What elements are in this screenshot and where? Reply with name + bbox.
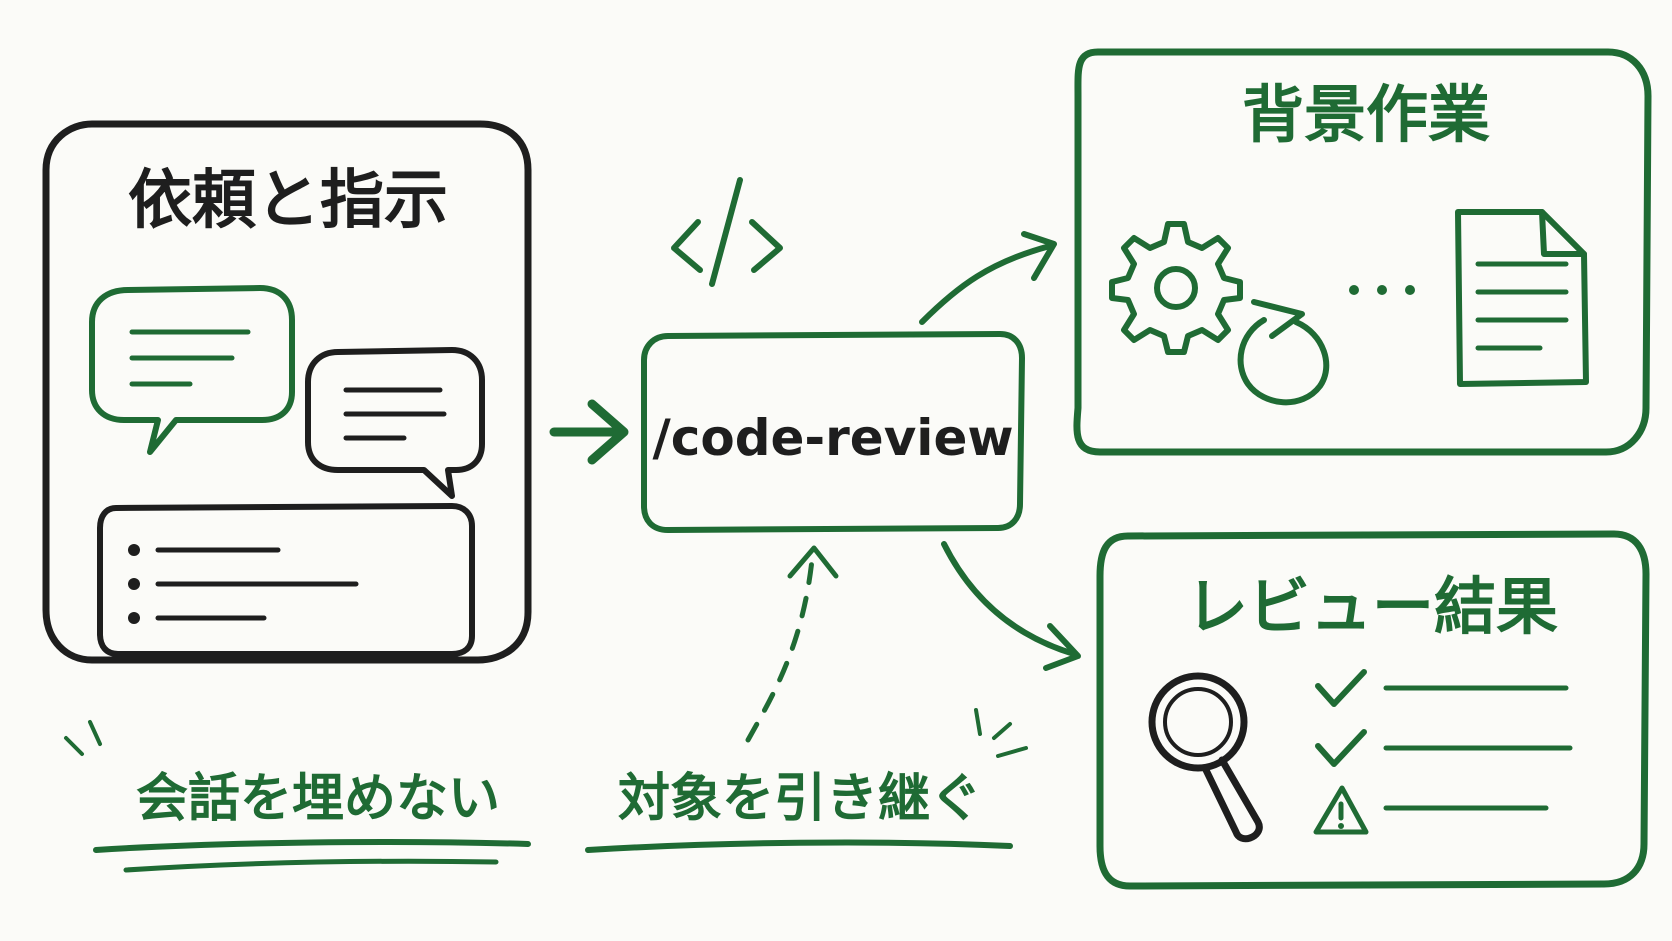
- caption-right-text: 対象を引き継ぐ: [618, 769, 982, 829]
- review-box-title: レビュー結果: [1186, 570, 1558, 643]
- refresh-icon: [1237, 299, 1330, 406]
- magnifier-icon: [1148, 672, 1263, 843]
- arrow-request-to-command: [549, 399, 629, 465]
- command-box: /code-review: [641, 331, 1025, 533]
- caption-left-text: 会話を埋めない: [136, 769, 500, 829]
- caption-left: 会話を埋めない: [64, 720, 531, 873]
- check-icon: [1315, 669, 1367, 707]
- check-icon: [1315, 729, 1367, 767]
- arrow-command-to-background: [919, 231, 1057, 325]
- review-box: レビュー結果: [1096, 530, 1650, 890]
- bullet-list-icon: [97, 503, 475, 657]
- gear-icon: [1109, 221, 1243, 355]
- caption-right: 対象を引き継ぐ: [585, 708, 1028, 853]
- background-box-title: 背景作業: [1242, 78, 1490, 151]
- request-box: 依頼と指示: [42, 120, 532, 664]
- arrow-handoff-dashed: [745, 545, 839, 743]
- chat-bubble-dark-icon: [305, 347, 485, 499]
- request-box-title: 依頼と指示: [128, 164, 448, 238]
- background-box: 背景作業: [1073, 48, 1652, 456]
- document-icon: [1455, 209, 1589, 387]
- warning-icon: [1313, 785, 1369, 835]
- chat-bubble-green-icon: [89, 285, 295, 455]
- ellipsis-icon: [1349, 285, 1415, 295]
- command-label: /code-review: [652, 409, 1013, 467]
- code-brackets-icon: [671, 177, 783, 287]
- arrow-command-to-review: [941, 541, 1081, 671]
